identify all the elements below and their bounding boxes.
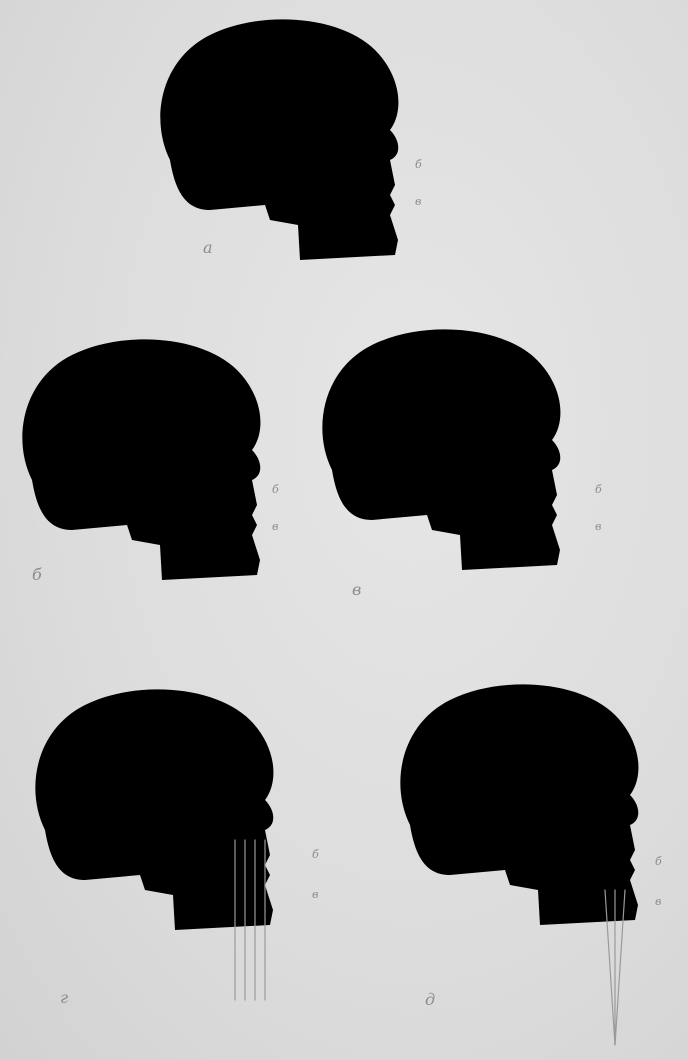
line-label-a-upper: б (415, 158, 422, 171)
skull-figure-c (312, 320, 582, 580)
figure-label-d: г (60, 988, 68, 1007)
figure-label-c: в (352, 580, 361, 599)
figure-label-a: а (203, 238, 213, 257)
line-label-b-lower: в (272, 520, 278, 533)
line-label-e-lower: в (655, 895, 661, 908)
figure-label-b: б (32, 565, 42, 584)
line-label-e-upper: б (655, 855, 662, 868)
line-label-b-upper: б (272, 483, 279, 496)
skull-figure-e (390, 675, 660, 935)
line-label-c-lower: в (595, 520, 601, 533)
skull-figure-d (25, 680, 295, 940)
line-label-c-upper: б (595, 483, 602, 496)
skull-figure-b (12, 330, 282, 590)
line-label-d-upper: б (312, 848, 319, 861)
line-label-a-lower: в (415, 195, 421, 208)
figure-label-e: д (425, 990, 435, 1009)
line-label-d-lower: в (312, 888, 318, 901)
skull-figure-a (150, 10, 420, 270)
